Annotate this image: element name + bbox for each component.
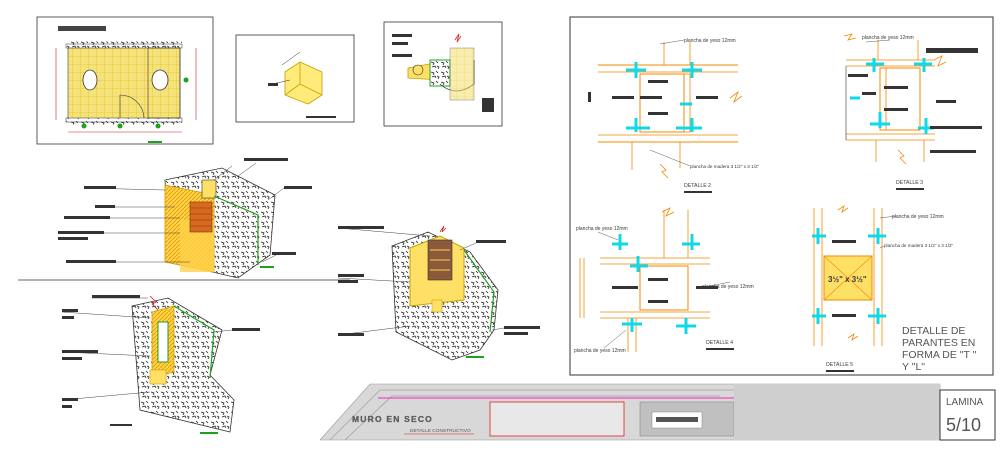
note-line-3: FORMA DE "T " [902, 349, 977, 361]
detail-4: plancha de yeso 12mm plancha de yeso 12m… [574, 207, 754, 354]
bathroom-plan [36, 16, 214, 145]
lamina-number: 5/10 [946, 415, 981, 435]
d3-title: DETALLE 3 [896, 180, 923, 186]
d4-bottom-label: plancha de yeso 12mm [574, 348, 626, 354]
d5-mid-label: plancha de madera 3 1/2" x 3 1/2" [884, 243, 954, 248]
lamina-label: LAMINA [946, 397, 984, 408]
detail-2: plancha de yeso 12mm plancha de madera 3… [588, 38, 760, 193]
iso-wall-detail-2 [61, 295, 260, 434]
note-line-1: DETALLE DE [902, 325, 965, 337]
project-subtitle: DETALLE CONSTRUCTIVO [410, 428, 471, 434]
d4-mid-label: plancha de yeso 12mm [702, 284, 754, 290]
project-title: MURO EN SECO [352, 414, 433, 424]
d5-section-label: 3½" x 3½" [828, 275, 867, 284]
fixture-detail-frame [383, 21, 503, 127]
corner-detail-frame [235, 34, 355, 123]
d5-top-label: plancha de yeso 12mm [892, 214, 944, 220]
note-line-4: Y "L" [902, 361, 925, 373]
d2-bottom-label: plancha de madera 3 1/2" x 3 1/2" [690, 164, 760, 169]
details-note: DETALLE DE PARANTES EN FORMA DE "T " Y "… [902, 325, 977, 373]
detail-5: plancha de yeso 12mm plancha de madera 3… [812, 205, 954, 372]
iso-wall-detail-1 [58, 158, 312, 279]
d2-top-label: plancha de yeso 12mm [684, 38, 736, 44]
d3-top-label: plancha de yeso 12mm [862, 35, 914, 41]
note-line-2: PARANTES EN [902, 337, 975, 349]
d5-title: DETALLE 5 [826, 362, 853, 368]
d2-title: DETALLE 2 [684, 183, 711, 189]
d4-title: DETALLE 4 [706, 340, 733, 346]
sheet-number-box: LAMINA 5/10 [939, 389, 996, 441]
iso-wall-detail-3 [337, 225, 540, 361]
title-block: MURO EN SECO DETALLE CONSTRUCTIVO [319, 383, 941, 441]
detail-3: plancha de yeso 12mm DETALLE 3 [843, 33, 982, 190]
d4-top-label: plancha de yeso 12mm [576, 226, 628, 232]
details-frame [569, 16, 994, 376]
